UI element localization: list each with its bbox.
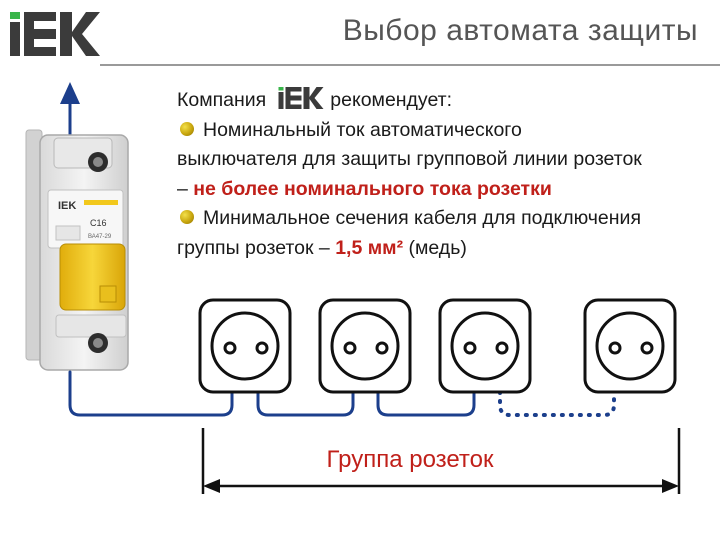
circuit-breaker: IEK C16 ВА47-29 (25, 129, 129, 371)
bullet1-line2: выключателя для защиты групповой линии р… (177, 148, 642, 170)
socket-1 (198, 298, 292, 394)
wiring (68, 370, 476, 417)
recommendation-text: Компания рекомендует: Номинальный ток ав… (177, 86, 707, 263)
bullet1-dash: – (177, 177, 194, 200)
svg-text:IEK: IEK (58, 200, 76, 212)
svg-text:C16: C16 (90, 218, 107, 228)
socket-2 (318, 298, 412, 394)
iek-logo (10, 12, 100, 56)
bullet2-line1: Минимальное сечения кабеля для подключен… (177, 204, 707, 234)
group-span-arrow (201, 428, 681, 494)
bullet2-line2: группы розеток – 1,5 мм² (медь) (177, 234, 707, 264)
bullet-dot-icon (180, 210, 194, 224)
socket-group-label: Группа розеток (326, 446, 494, 473)
bullet1-highlight: не более номинального тока розетки (193, 177, 552, 200)
bullet2-suffix: (медь) (403, 236, 467, 259)
bullet-dot-icon (180, 121, 194, 136)
bullet2-highlight: 1,5 мм² (335, 236, 404, 259)
page-title: Выбор автомата защиты (342, 14, 698, 47)
intro-after: рекомендует: (330, 89, 453, 111)
intro-line: Компания рекомендует: (177, 86, 707, 116)
bullet1-text: Номинальный ток автоматического (203, 118, 522, 141)
svg-text:ВА47-29: ВА47-29 (88, 234, 112, 240)
bullet1-line3: – не более номинального тока розетки (177, 175, 707, 205)
socket-4 (583, 298, 677, 394)
bullet1-line1: Номинальный ток автоматического (177, 116, 707, 146)
feed-arrow (60, 82, 80, 135)
dotted-wire (498, 390, 616, 417)
bullet2-prefix: группы розеток – (177, 236, 336, 259)
bullet2-text: Минимальное сечения кабеля для подключен… (203, 207, 641, 229)
title-divider (100, 64, 720, 66)
iek-inline-logo (278, 87, 324, 109)
socket-3 (438, 298, 532, 394)
intro-before: Компания (177, 89, 267, 111)
